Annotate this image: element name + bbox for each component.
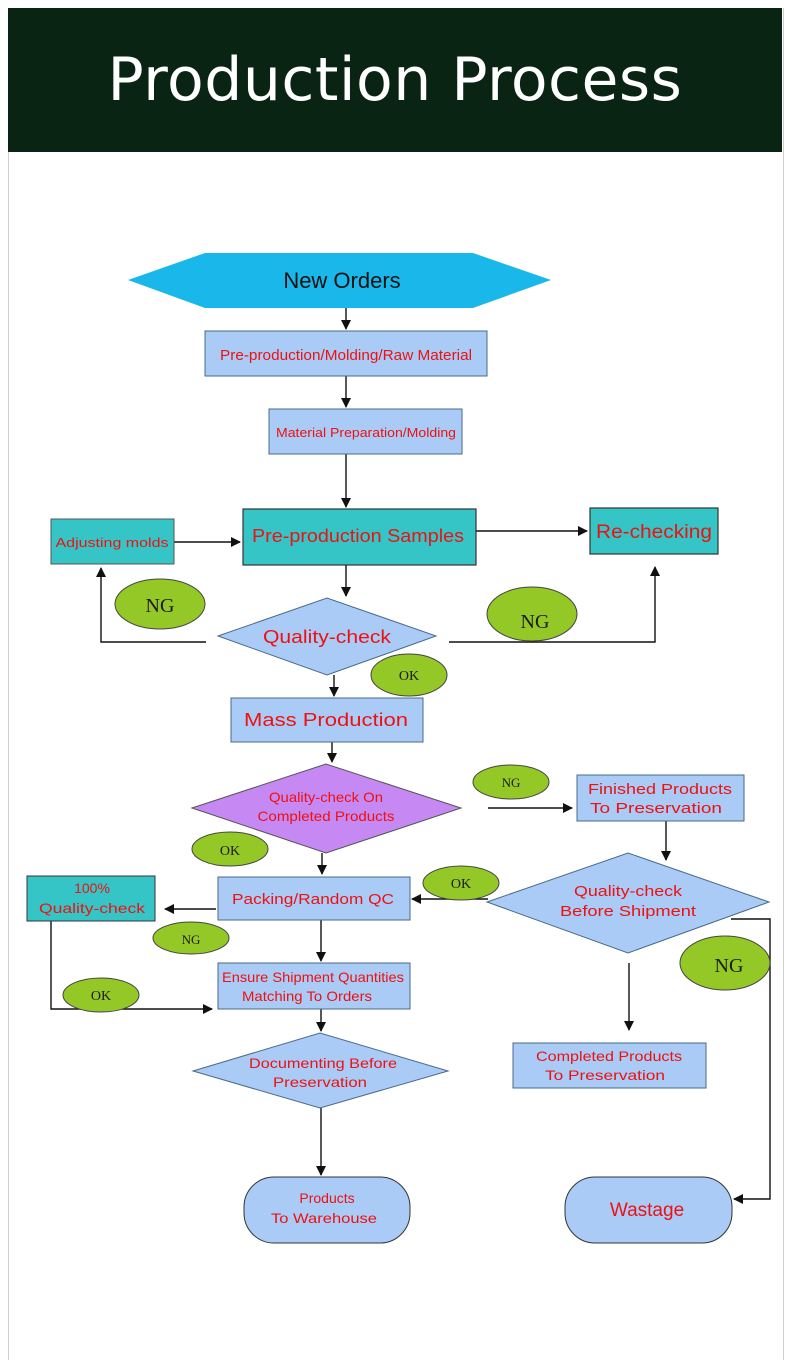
finished-products-label-line2: To Preservation <box>590 800 722 817</box>
mass-production-box <box>230 697 424 743</box>
ng-badge-shipment-label: NG <box>715 955 744 977</box>
adjusting-molds-node: Adjusting molds <box>50 518 175 565</box>
quality-check-node: Quality-check <box>216 597 438 676</box>
packing-random-qc-node: Packing/Random QC <box>217 876 411 921</box>
badges: NG NG OK NG OK OK NG OK <box>62 578 771 1013</box>
ok-badge-100qc-label: OK <box>91 989 111 1004</box>
qc-100-box <box>26 875 156 922</box>
qc-100-node: 100% Quality-check <box>26 875 156 922</box>
ng-badge-rechecking: NG <box>486 586 578 642</box>
page-title: Production Process <box>107 45 683 115</box>
completed-products-node: Completed Products To Preservation <box>512 1042 707 1089</box>
products-warehouse-label-line2: To Warehouse <box>271 1210 377 1226</box>
material-preparation-label: Material Preparation/Molding <box>276 425 456 440</box>
re-checking-node: Re-checking <box>589 507 719 555</box>
mass-production-label: Mass Production <box>244 710 408 730</box>
wastage-node: Wastage <box>564 1176 733 1244</box>
ensure-quantities-label-line2: Matching To Orders <box>242 988 372 1004</box>
finished-products-box <box>576 774 745 822</box>
documenting-label-line1: Documenting Before <box>249 1055 397 1071</box>
arrow-qc-shipment-ng-to-wastage <box>731 918 771 1204</box>
packing-random-qc-label: Packing/Random QC <box>232 891 394 908</box>
ensure-quantities-label-line1: Ensure Shipment Quantities <box>222 969 404 985</box>
header-bar <box>8 8 782 152</box>
completed-products-box <box>512 1042 707 1089</box>
new-orders-shape <box>128 253 551 308</box>
qc-before-shipment-label-line2: Before Shipment <box>560 903 697 920</box>
arrow-qc-ng-to-rechecking <box>449 566 660 643</box>
products-warehouse-label-line1: Products <box>299 1190 354 1206</box>
pre-production-samples-box <box>242 508 477 566</box>
new-orders-node: New Orders <box>128 253 551 308</box>
products-warehouse-terminal <box>243 1176 411 1244</box>
adjusting-molds-label: Adjusting molds <box>56 535 170 550</box>
finished-products-node: Finished Products To Preservation <box>576 774 745 822</box>
qc-before-shipment-diamond <box>485 852 771 954</box>
ng-badge-packing-label: NG <box>182 932 201 947</box>
wastage-label: Wastage <box>610 1200 684 1221</box>
quality-check-diamond <box>216 597 438 676</box>
products-warehouse-node: Products To Warehouse <box>243 1176 411 1244</box>
ng-badge-adjusting-label: NG <box>146 595 175 617</box>
re-checking-label: Re-checking <box>596 522 712 543</box>
completed-products-label-line2: To Preservation <box>545 1067 665 1083</box>
arrow-100qc-ok-to-ensure <box>50 921 213 1014</box>
quality-check-label: Quality-check <box>263 627 392 647</box>
packing-random-qc-box <box>217 876 411 921</box>
ng-badge-rechecking-label: NG <box>521 611 550 633</box>
ng-badge-qc-completed-label: NG <box>502 775 521 790</box>
ensure-quantities-node: Ensure Shipment Quantities Matching To O… <box>217 962 411 1010</box>
ok-badge-qc-completed: OK <box>191 831 269 867</box>
completed-products-label-line1: Completed Products <box>536 1048 682 1064</box>
ok-badge-shipment: OK <box>422 865 500 901</box>
qc-100-label-line2: Quality-check <box>39 900 146 916</box>
ng-badge-adjusting: NG <box>114 578 206 630</box>
documenting-label-line2: Preservation <box>273 1074 367 1090</box>
documenting-node: Documenting Before Preservation <box>191 1032 450 1109</box>
qc-100-label-line1: 100% <box>74 880 110 896</box>
re-checking-box <box>589 507 719 555</box>
ensure-quantities-box <box>217 962 411 1010</box>
documenting-diamond <box>191 1032 450 1109</box>
material-preparation-node: Material Preparation/Molding <box>268 408 463 455</box>
material-preparation-box <box>268 408 463 455</box>
qc-completed-products-label-line1: Quality-check On <box>269 789 383 805</box>
mass-production-node: Mass Production <box>230 697 424 743</box>
pre-production-samples-label: Pre-production Samples <box>252 526 464 546</box>
pre-production-label: Pre-production/Molding/Raw Material <box>220 347 472 364</box>
wastage-terminal <box>564 1176 733 1244</box>
qc-completed-products-diamond <box>190 763 463 854</box>
arrow-qc-ng-to-adjusting <box>96 567 206 643</box>
qc-completed-products-label-line2: Completed Products <box>258 808 395 824</box>
ok-badge-quality-check-label: OK <box>399 669 419 684</box>
ng-badge-packing: NG <box>152 921 230 955</box>
pre-production-samples-node: Pre-production Samples <box>242 508 477 566</box>
pre-production-node: Pre-production/Molding/Raw Material <box>204 330 488 377</box>
ng-badge-shipment: NG <box>679 935 771 991</box>
new-orders-label: New Orders <box>283 268 400 293</box>
ok-badge-100qc: OK <box>62 977 140 1013</box>
ok-badge-shipment-label: OK <box>451 877 471 892</box>
pre-production-box <box>204 330 488 377</box>
adjusting-molds-box <box>50 518 175 565</box>
qc-completed-products-node: Quality-check On Completed Products <box>190 763 463 854</box>
finished-products-label-line1: Finished Products <box>588 781 732 798</box>
qc-before-shipment-node: Quality-check Before Shipment <box>485 852 771 954</box>
ok-badge-qc-completed-label: OK <box>220 844 240 859</box>
ok-badge-quality-check: OK <box>370 653 448 697</box>
qc-before-shipment-label-line1: Quality-check <box>574 883 683 900</box>
ng-badge-qc-completed: NG <box>472 764 550 800</box>
